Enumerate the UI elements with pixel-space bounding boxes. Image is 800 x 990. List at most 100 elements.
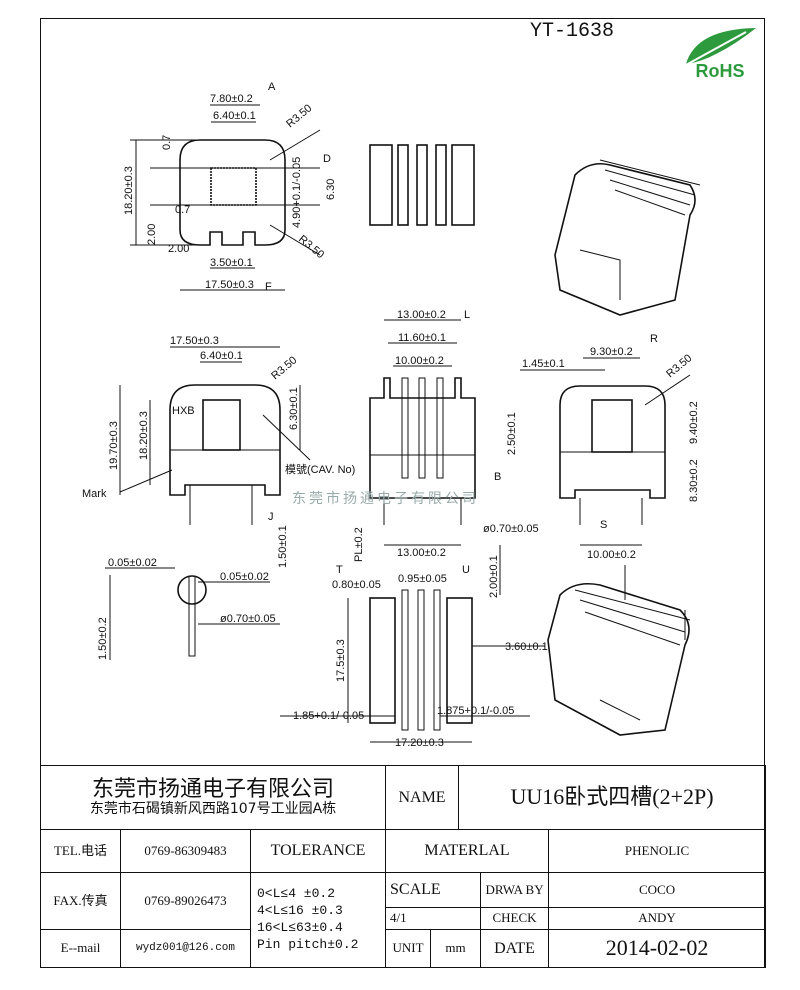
dim-label: PL±0.2 (353, 527, 365, 562)
tolerance-row: Pin pitch±0.2 (257, 936, 359, 952)
bottom-view: 0.80±0.05 0.95±0.05 2.00±0.1 17.5±0.3 3.… (280, 545, 548, 749)
dim-label: 19.70±0.3 (108, 421, 120, 470)
dim-label: 0.05±0.02 (220, 571, 269, 583)
scale-value: 4/1 (384, 907, 482, 930)
check-value: ANDY (548, 907, 767, 930)
dim-label: 1.875+0.1/-0.05 (437, 705, 514, 717)
dim-label: 9.40±0.2 (688, 401, 700, 444)
fax-label: FAX.传真 (40, 872, 121, 930)
dim-label: 18.20±0.3 (138, 411, 150, 460)
email-value: wydz001@126.com (120, 929, 251, 968)
drawn-by-label: DRWA BY (480, 872, 550, 908)
isometric-view-bottom (547, 565, 691, 736)
dim-label: 2.50±0.1 (506, 412, 518, 455)
dim-label: 0.80±0.05 (332, 579, 381, 591)
dim-label: R3.50 (284, 102, 314, 130)
dim-label: 1.50±0.1 (277, 525, 289, 568)
marker-label: S (600, 519, 607, 531)
pin-detail-view: 0.05±0.02 0.05±0.02 ø0.70±0.05 1.50±0.2 (97, 557, 280, 660)
unit-value: mm (429, 929, 482, 968)
dim-label: 0.7 (161, 135, 173, 150)
material-value: PHENOLIC (548, 829, 767, 873)
dim-label: 1.50±0.2 (97, 617, 109, 660)
dim-label: 3.60±0.1 (505, 641, 548, 653)
dim-label: 2.00±0.1 (488, 555, 500, 598)
dim-label: R3.50 (296, 233, 326, 261)
name-label: NAME (384, 765, 460, 830)
dim-label: R3.50 (664, 352, 694, 380)
tolerance-label: TOLERANCE (250, 829, 386, 873)
right-view: 1.45±0.1 9.30±0.2 R3.50 9.40±0.2 8.30±0.… (520, 333, 700, 561)
dim-label: ø0.70±0.05 (220, 613, 276, 625)
dim-label: 11.60±0.1 (398, 332, 446, 344)
material-label: MATERLAL (384, 829, 550, 873)
dim-label: 17.5±0.3 (335, 639, 347, 682)
marker-label: T (336, 564, 343, 576)
dim-label: 4.90+0.1/-0.05 (291, 157, 303, 228)
marker-label: J (268, 511, 274, 523)
top-view: 7.80±0.2 6.40±0.1 R3.50 R3.50 18.20±0.3 … (123, 81, 337, 293)
dim-label: 6.30 (325, 179, 337, 200)
dim-label: 17.50±0.3 (205, 279, 254, 291)
drawing-sheet (40, 18, 765, 968)
part-name: UU16卧式四槽(2+2P) (458, 765, 767, 830)
company-address: 东莞市石碣镇新风西路107号工业园A栋 (89, 800, 337, 817)
dim-label: 2.00 (168, 243, 189, 255)
marker-label: A (268, 81, 276, 93)
part-code: YT-1638 (530, 20, 615, 43)
dim-label: 0.05±0.02 (108, 557, 157, 569)
company-name: 东莞市扬通电子有限公司 (91, 776, 334, 802)
side-top-view (369, 144, 475, 226)
tolerance-row: 4<L≤16 ±0.3 (257, 903, 343, 919)
rohs-text: RoHS (696, 61, 745, 80)
dim-label: 9.30±0.2 (590, 346, 633, 358)
marker-label: U (462, 564, 470, 576)
dim-label: 1.45±0.1 (522, 358, 565, 370)
dim-label: 18.20±0.3 (123, 166, 135, 215)
dim-label: 6.40±0.1 (200, 350, 243, 362)
mark-label: Mark (82, 488, 107, 500)
dim-label: 3.50±0.1 (210, 257, 253, 269)
dim-label: 13.00±0.2 (397, 547, 446, 559)
dim-label: R3.50 (269, 354, 299, 382)
dim-label: 13.00±0.2 (397, 309, 446, 321)
technical-drawing: 7.80±0.2 6.40±0.1 R3.50 R3.50 18.20±0.3 … (82, 81, 701, 749)
isometric-view-top (554, 159, 701, 316)
dim-label: ø0.70±0.05 (483, 523, 539, 535)
dim-label: 17.20±0.3 (395, 737, 444, 749)
dim-label: 7.80±0.2 (210, 93, 253, 105)
dim-label: 6.30±0.1 (288, 387, 300, 430)
tel-label: TEL.电话 (40, 829, 121, 873)
company-cell: 东莞市扬通电子有限公司东莞市石碣镇新风西路107号工业园A栋 (40, 765, 386, 830)
dim-label: 6.40±0.1 (213, 110, 256, 122)
date-label: DATE (480, 929, 550, 968)
dim-label: 10.00±0.2 (587, 549, 636, 561)
marker-label: F (265, 281, 272, 293)
tolerance-table: 0<L≤4 ±0.2 4<L≤16 ±0.3 16<L≤63±0.4 Pin p… (250, 872, 386, 968)
marker-label: L (464, 309, 470, 321)
dim-label: 10.00±0.2 (395, 355, 444, 367)
dim-label: 0.7 (175, 204, 190, 216)
dim-label: 2.00 (146, 224, 158, 245)
tolerance-row: 16<L≤63±0.4 (257, 920, 343, 935)
tolerance-row: 0<L≤4 ±0.2 (257, 886, 336, 902)
dim-label: 1.85+0.1/-0.05 (293, 710, 364, 722)
title-block: 东莞市扬通电子有限公司东莞市石碣镇新风西路107号工业园A栋 NAME UU16… (40, 765, 767, 968)
dim-label: 0.95±0.05 (398, 573, 447, 585)
email-label: E--mail (40, 929, 121, 968)
drawn-by-value: COCO (548, 872, 767, 908)
side-view: 13.00±0.2 11.60±0.1 10.00±0.2 2.50±0.1 B… (353, 309, 539, 562)
hxb-label: HXB (172, 405, 195, 417)
dim-label: B (494, 471, 501, 483)
date-value: 2014-02-02 (548, 929, 767, 968)
tel-value: 0769-86309483 (120, 829, 251, 873)
marker-label: D (323, 153, 331, 165)
front-view: 17.50±0.3 6.40±0.1 R3.50 19.70±0.3 18.20… (82, 335, 355, 568)
dim-label: 8.30±0.2 (688, 459, 700, 502)
dim-label: 17.50±0.3 (170, 335, 219, 347)
check-label: CHECK (480, 907, 550, 930)
unit-label: UNIT (385, 929, 431, 968)
cav-label: 模號(CAV. No) (285, 463, 355, 476)
scale-label: SCALE (384, 872, 482, 908)
rohs-logo: RoHS (683, 28, 756, 80)
